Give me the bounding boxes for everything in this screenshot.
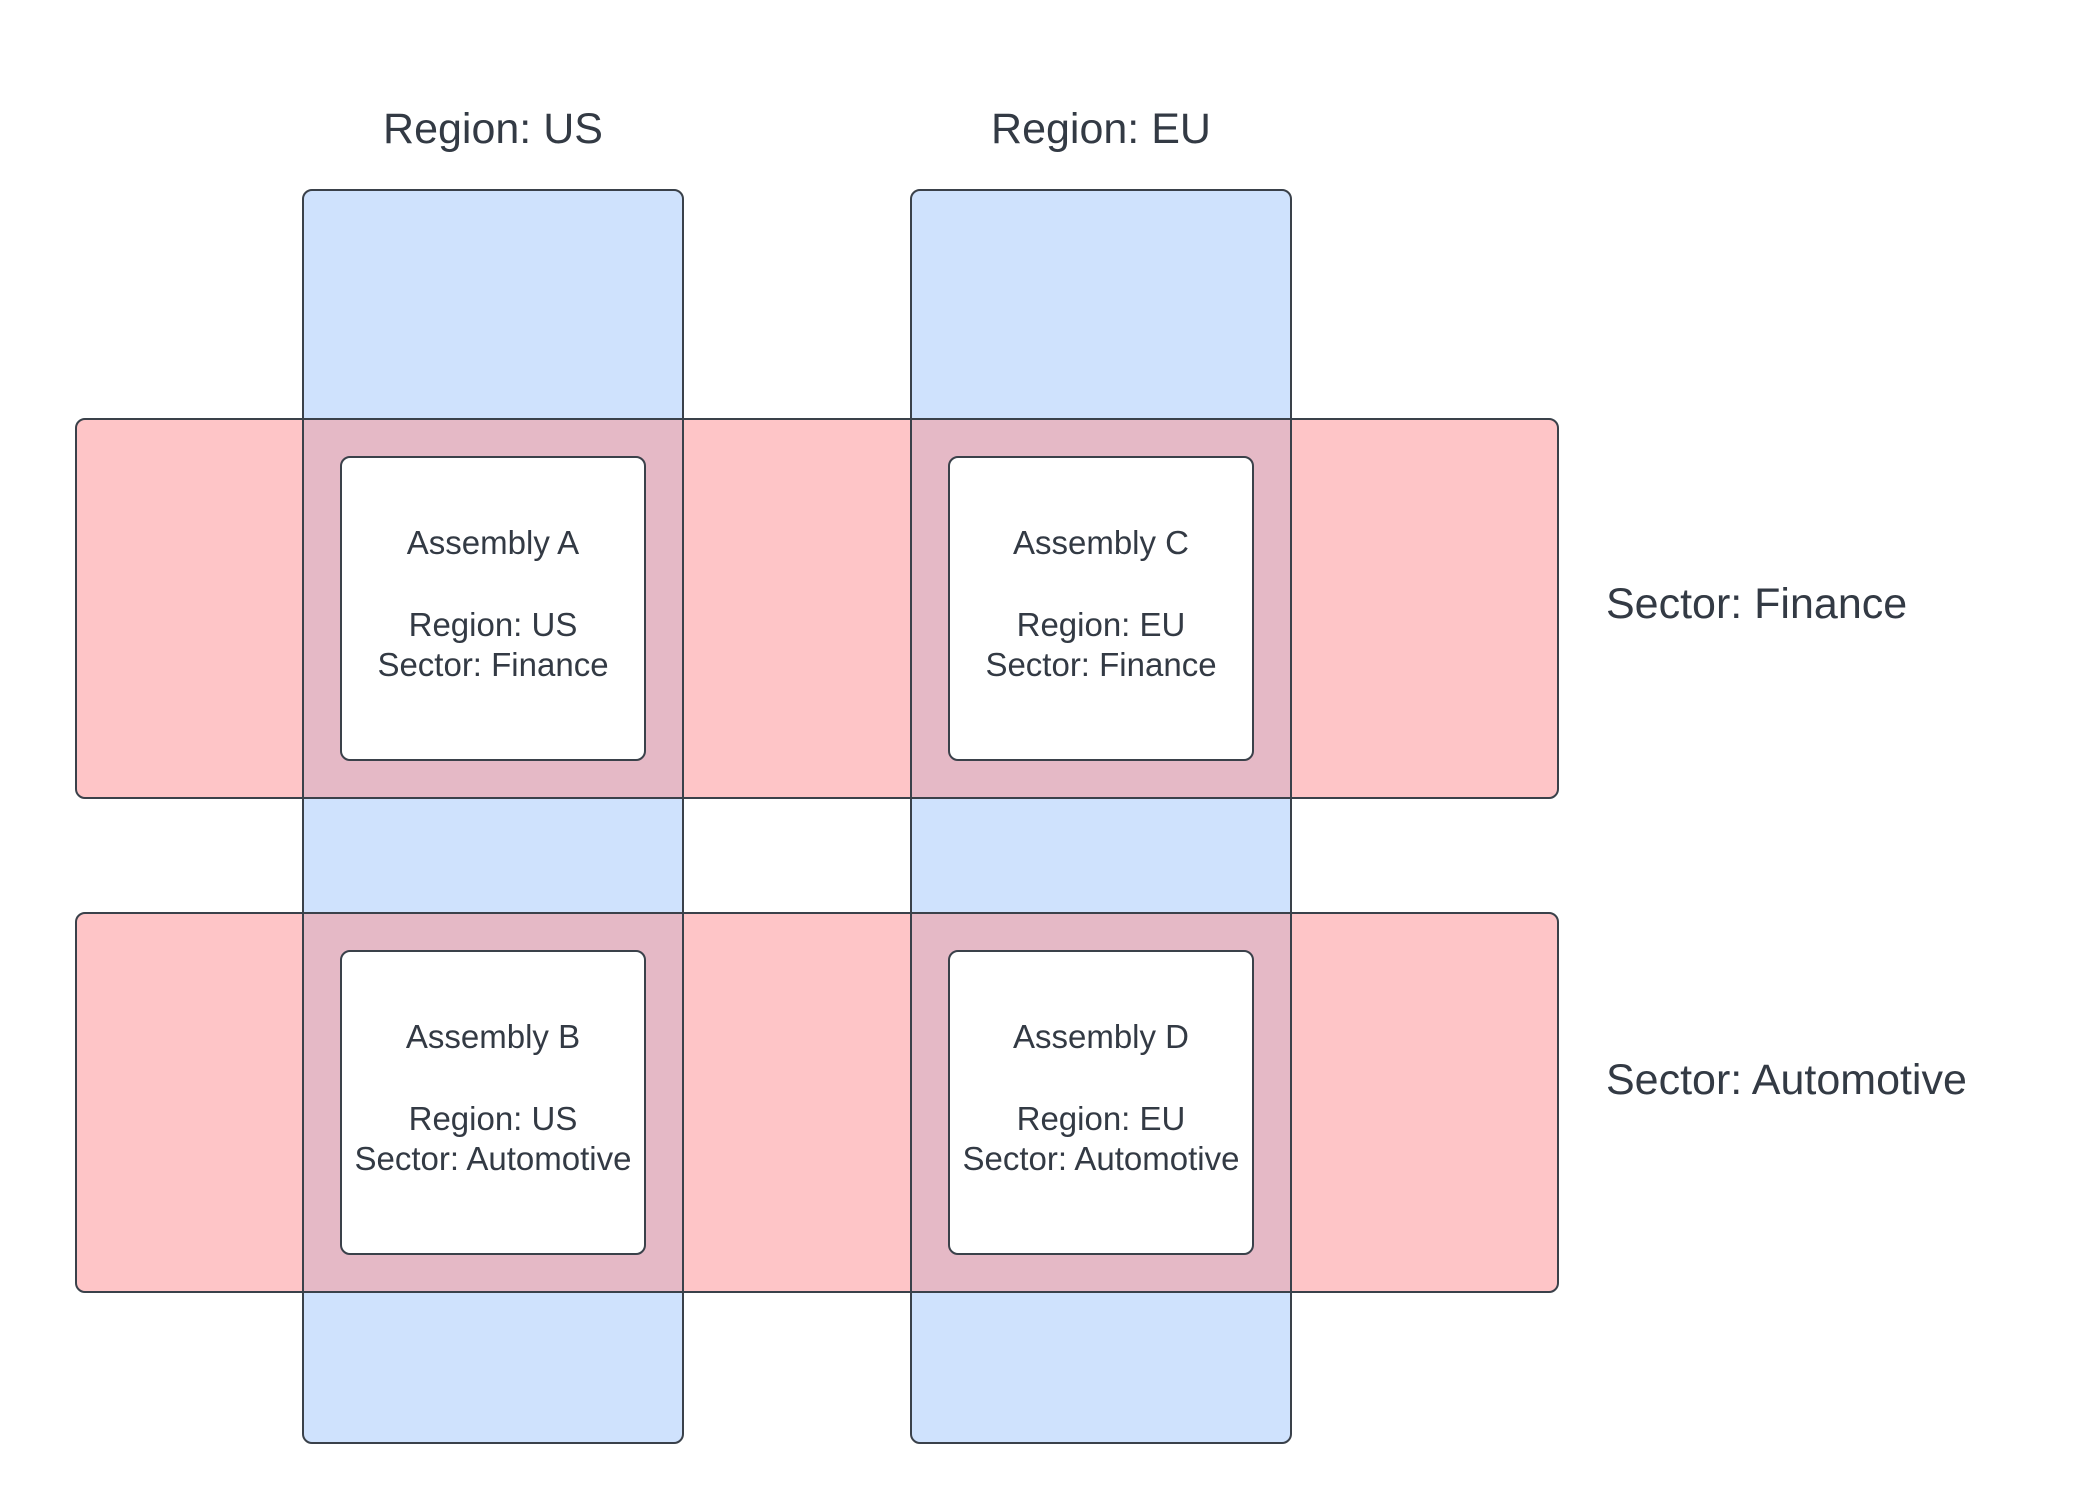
assembly-c-name: Assembly C [1013, 524, 1189, 561]
sector-automotive-label: Sector: Automotive [1606, 1056, 1967, 1104]
assembly-b-sector: Sector: Automotive [355, 1140, 632, 1177]
assembly-a-name: Assembly A [407, 524, 579, 561]
assembly-b-name: Assembly B [406, 1018, 580, 1055]
assembly-a-sector: Sector: Finance [377, 646, 608, 683]
region-us-label: Region: US [383, 105, 603, 153]
assembly-card-b: Assembly B Region: US Sector: Automotive [340, 950, 646, 1255]
assembly-card-c: Assembly C Region: EU Sector: Finance [948, 456, 1254, 761]
assembly-card-b-box [340, 950, 646, 1255]
assembly-card-a-box [340, 456, 646, 761]
sector-finance-label: Sector: Finance [1606, 580, 1907, 628]
assembly-card-a: Assembly A Region: US Sector: Finance [340, 456, 646, 761]
region-eu-label: Region: EU [991, 105, 1211, 153]
assembly-card-d-box [948, 950, 1254, 1255]
sector-row-automotive [75, 912, 1559, 1293]
assembly-c-sector: Sector: Finance [985, 646, 1216, 683]
assembly-card-d: Assembly D Region: EU Sector: Automotive [948, 950, 1254, 1255]
sector-row-finance [75, 418, 1559, 799]
assembly-d-name: Assembly D [1013, 1018, 1189, 1055]
assembly-c-region: Region: EU [1017, 606, 1186, 643]
assembly-d-sector: Sector: Automotive [963, 1140, 1240, 1177]
assembly-a-region: Region: US [409, 606, 578, 643]
assembly-b-region: Region: US [409, 1100, 578, 1137]
assembly-d-region: Region: EU [1017, 1100, 1186, 1137]
assembly-card-c-box [948, 456, 1254, 761]
